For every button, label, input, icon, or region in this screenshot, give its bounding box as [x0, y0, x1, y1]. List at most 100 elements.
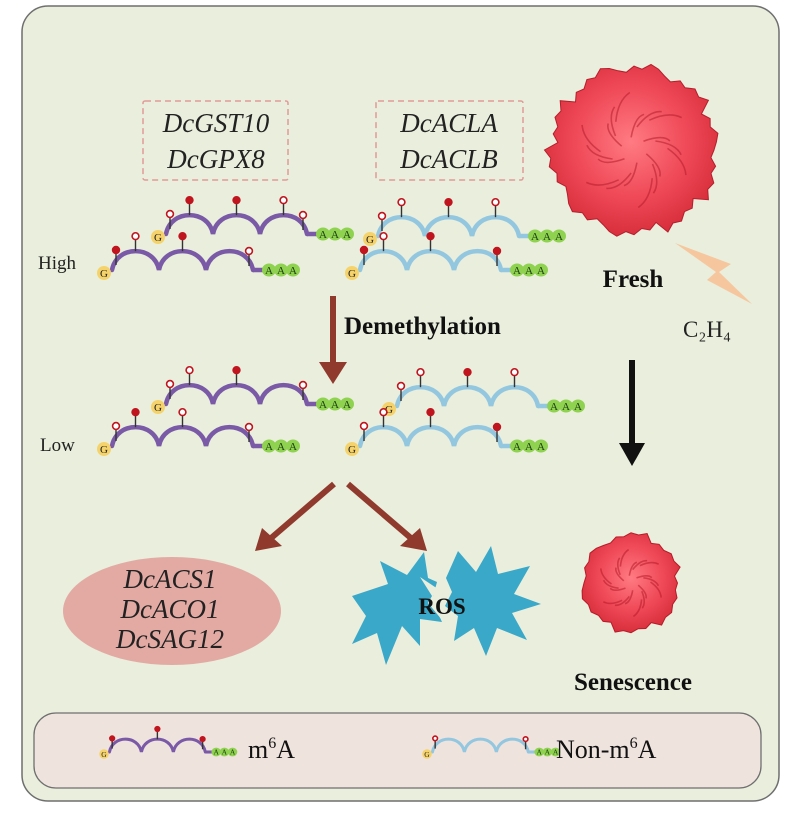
petal-fold: [636, 575, 653, 579]
tail-letter: A: [331, 229, 339, 241]
petal-fold: [632, 599, 643, 618]
fresh-carnation-icon: [543, 63, 719, 237]
tail-bead: [286, 263, 300, 277]
tail-bead: [340, 397, 354, 411]
open-marker: [359, 421, 369, 431]
high-level-label: High: [38, 253, 77, 274]
tail-bead: [274, 263, 288, 277]
petal-fold: [639, 561, 660, 567]
petal-fold: [645, 153, 661, 177]
methyl-marker: [185, 195, 194, 205]
tail-letter: A: [562, 401, 570, 413]
gene-label-dcgpx8: DcGPX8: [166, 144, 265, 174]
methyl-marker: [426, 231, 435, 241]
tail-bead: [542, 747, 553, 757]
tail-letter: A: [537, 441, 545, 453]
tail-letter: A: [543, 231, 551, 243]
methyl-marker: [359, 245, 369, 255]
legend-non-m6a-label: Non-m6A: [556, 735, 657, 764]
tail-letter: A: [230, 748, 236, 757]
open-marker: [111, 421, 121, 431]
open-marker: [298, 380, 308, 390]
tail-bead: [550, 747, 561, 757]
gene-box-right: DcACLA DcACLB: [375, 100, 524, 181]
legend-panel: [33, 712, 762, 789]
methyl-marker: [444, 197, 453, 207]
cap-letter: G: [101, 750, 107, 759]
tail-bead: [522, 439, 536, 453]
mrna-strand: [430, 737, 530, 754]
gene-label-dcaclb: DcACLB: [399, 144, 498, 174]
petal-fold: [602, 579, 619, 589]
methyl-marker: [492, 422, 502, 432]
tail-letter: A: [553, 748, 559, 757]
tail-bead: [547, 399, 561, 413]
low-level-label: Low: [40, 435, 75, 456]
tail-letter: A: [537, 265, 545, 277]
methyl-marker: [426, 407, 435, 417]
mrna-cap: [99, 749, 109, 759]
tail-letter: A: [277, 441, 285, 453]
mrna-cap: [151, 400, 165, 414]
petal-fold: [651, 163, 658, 194]
tail-letter: A: [222, 748, 228, 757]
gene-label-dcacs1: DcACS1: [123, 564, 217, 594]
ethylene-label: C₂H₄: [683, 317, 731, 342]
open-marker: [379, 407, 388, 417]
ethylene-text: C₂H₄: [683, 317, 731, 342]
petal-fold: [600, 568, 612, 585]
tail-letter: A: [525, 441, 533, 453]
tail-bead: [534, 263, 548, 277]
methyl-marker: [463, 367, 472, 377]
open-marker: [377, 211, 387, 221]
petal-fold: [623, 162, 638, 187]
tail-bead: [534, 439, 548, 453]
tail-bead: [262, 439, 276, 453]
petal-fold: [597, 158, 625, 164]
mrna-cap: [345, 266, 359, 280]
open-marker: [165, 209, 175, 219]
mrna-cap: [97, 266, 111, 280]
demethylation-arrow: [319, 296, 347, 384]
cap-letter: G: [348, 444, 356, 456]
mrna-cap: [363, 232, 377, 246]
cap-letter: G: [154, 402, 162, 414]
tail-letter: A: [525, 265, 533, 277]
methyl-marker: [232, 365, 241, 375]
petal-outline: [581, 532, 681, 634]
open-marker: [244, 422, 254, 432]
petal-fold: [637, 178, 653, 209]
open-marker: [397, 197, 406, 207]
tail-letter: A: [265, 441, 273, 453]
petal-fold: [602, 599, 623, 605]
open-marker: [522, 735, 529, 743]
tail-bead: [540, 229, 554, 243]
tail-letter: A: [289, 265, 297, 277]
tail-bead: [571, 399, 585, 413]
tail-letter: A: [550, 401, 558, 413]
gene-label-dcacla: DcACLA: [399, 108, 498, 138]
petal-fold: [607, 123, 623, 147]
petal-fold: [606, 172, 632, 190]
petal-fold: [624, 590, 634, 605]
mrna-cap: [97, 442, 111, 456]
senescence-label: Senescence: [574, 669, 692, 696]
tail-bead: [316, 227, 330, 241]
open-marker: [510, 367, 519, 377]
output-genes-ellipse: DcACS1 DcACO1 DcSAG12: [63, 557, 281, 665]
open-marker: [379, 231, 388, 241]
cap-letter: G: [100, 444, 108, 456]
tail-letter: A: [343, 399, 351, 411]
ethylene-lightning-icon: [675, 243, 752, 304]
split-arrow-left: [255, 481, 336, 551]
tail-bead: [528, 229, 542, 243]
